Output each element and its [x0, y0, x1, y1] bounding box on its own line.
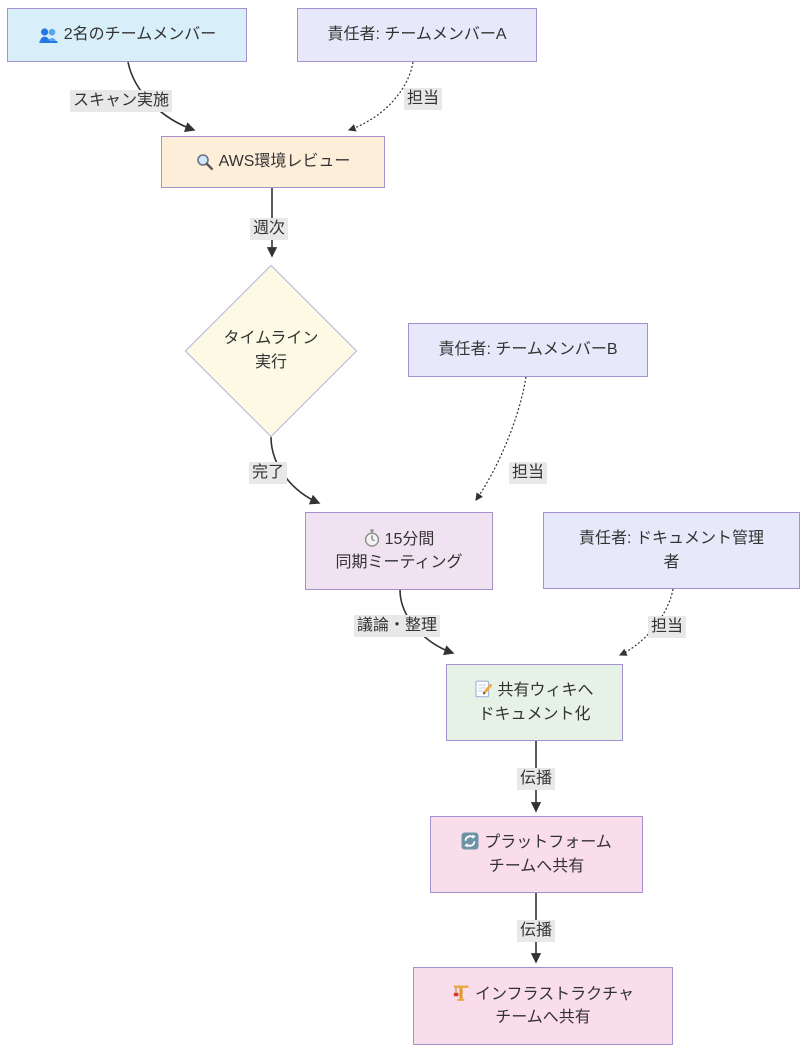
node-label: 共有ウィキへ ドキュメント化 [478, 682, 594, 723]
edge-owner-b-to-meeting [475, 376, 527, 501]
memo-icon [475, 680, 493, 698]
node-label: プラットフォーム チームへ共有 [484, 834, 612, 875]
node-infra-share: インフラストラクチャ チームへ共有 [413, 967, 673, 1045]
edge-doc-owner-to-wiki [618, 588, 674, 656]
crane-icon [452, 984, 470, 1002]
edge-label-propagate-2: 伝播 [516, 920, 556, 942]
cycle-arrows-icon [461, 832, 479, 850]
node-team-members: 2名のチームメンバー [7, 8, 247, 62]
node-owner-b: 責任者: チームメンバーB [408, 323, 648, 377]
node-owner-a: 責任者: チームメンバーA [297, 8, 537, 62]
edge-label-propagate-1: 伝播 [516, 768, 556, 790]
edge-label-assign-b: 担当 [508, 462, 548, 484]
node-label: インフラストラクチャ チームへ共有 [474, 985, 635, 1026]
edge-owner-a-to-aws [347, 61, 414, 132]
edge-label-assign-doc: 担当 [647, 616, 687, 638]
edge-label-weekly: 週次 [249, 218, 289, 240]
node-wiki-doc: 共有ウィキへ ドキュメント化 [446, 664, 623, 741]
busts-in-silhouette-icon [38, 27, 59, 43]
node-sync-meeting: 15分間 同期ミーティング [305, 512, 493, 590]
node-platform-share: プラットフォーム チームへ共有 [430, 816, 643, 893]
edge-label-discuss: 議論・整理 [353, 615, 441, 637]
node-aws-review: AWS環境レビュー [161, 136, 385, 188]
node-timeline-run: タイムライン 実行 [183, 264, 359, 438]
node-doc-owner: 責任者: ドキュメント管理 者 [543, 512, 800, 589]
node-label: 2名のチームメンバー [63, 26, 217, 44]
node-label: 責任者: チームメンバーA [327, 26, 507, 44]
node-label: 責任者: チームメンバーB [438, 341, 618, 359]
edge-label-done: 完了 [248, 462, 288, 484]
node-label: タイムライン 実行 [223, 330, 319, 371]
node-label: AWS環境レビュー [218, 153, 351, 171]
node-label: 15分間 同期ミーティング [335, 530, 463, 571]
node-label: 責任者: ドキュメント管理 者 [579, 530, 764, 571]
edge-label-scan: スキャン実施 [69, 90, 173, 112]
edge-label-assign-a: 担当 [403, 88, 443, 110]
magnifying-glass-icon [196, 153, 214, 171]
stopwatch-icon [364, 529, 380, 547]
